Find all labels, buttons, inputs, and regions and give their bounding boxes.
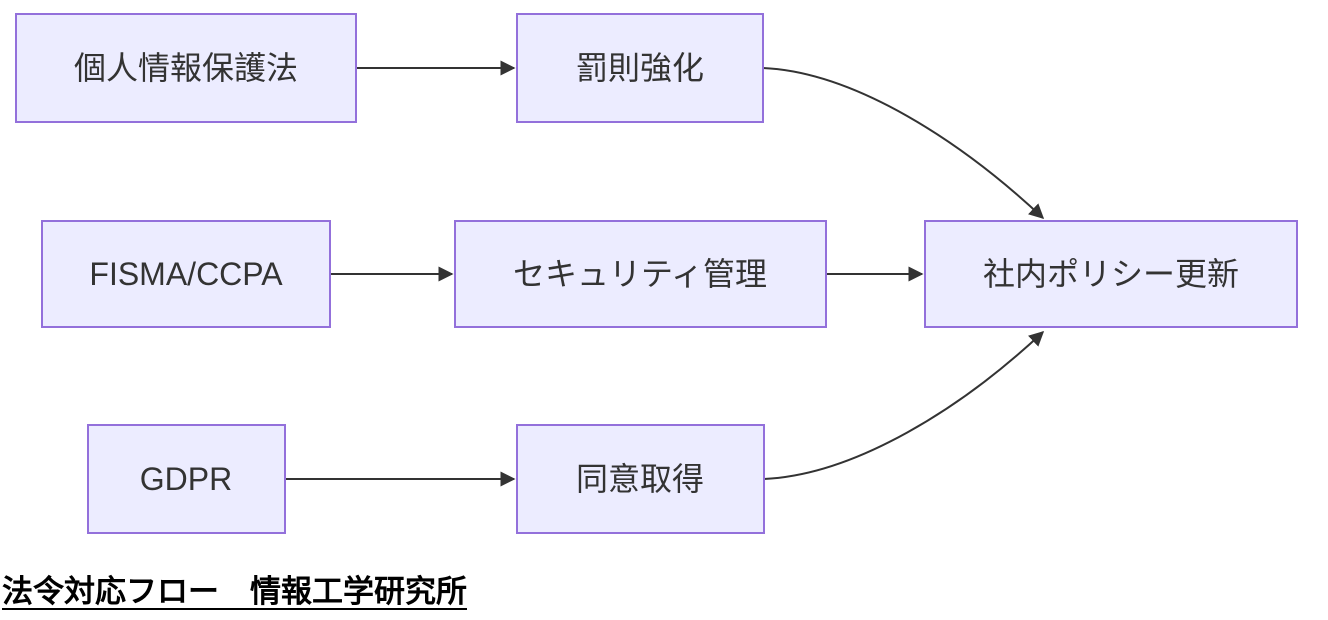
node-fisma-ccpa-box	[41, 220, 331, 328]
node-gdpr-box	[87, 424, 286, 534]
node-personal-info-protection-law-label: 個人情報保護法	[74, 50, 298, 86]
node-gdpr: GDPR	[87, 424, 286, 534]
node-penalty-strengthening-label: 罰則強化	[576, 50, 704, 86]
node-penalty-strengthening: 罰則強化	[516, 13, 764, 123]
node-gdpr-label: GDPR	[140, 461, 232, 497]
node-personal-info-protection-law-box	[15, 13, 357, 123]
node-internal-policy-update: 社内ポリシー更新	[924, 220, 1298, 328]
node-security-management: セキュリティ管理	[454, 220, 827, 328]
edge-consent-to-policy-update-arrow	[763, 330, 1045, 480]
diagram-caption: 法令対応フロー 情報工学研究所	[2, 574, 467, 609]
node-consent-acquisition: 同意取得	[516, 424, 765, 534]
node-internal-policy-update-box	[924, 220, 1298, 328]
edge-penalty-to-policy-update-arrow	[762, 67, 1045, 220]
node-fisma-ccpa: FISMA/CCPA	[41, 220, 331, 328]
node-consent-acquisition-label: 同意取得	[576, 461, 704, 497]
node-internal-policy-update-label: 社内ポリシー更新	[983, 256, 1239, 292]
node-security-management-box	[454, 220, 827, 328]
node-fisma-ccpa-label: FISMA/CCPA	[89, 256, 283, 292]
node-security-management-label: セキュリティ管理	[513, 256, 767, 292]
node-penalty-strengthening-box	[516, 13, 764, 123]
node-consent-acquisition-box	[516, 424, 765, 534]
node-personal-info-protection-law: 個人情報保護法	[15, 13, 357, 123]
